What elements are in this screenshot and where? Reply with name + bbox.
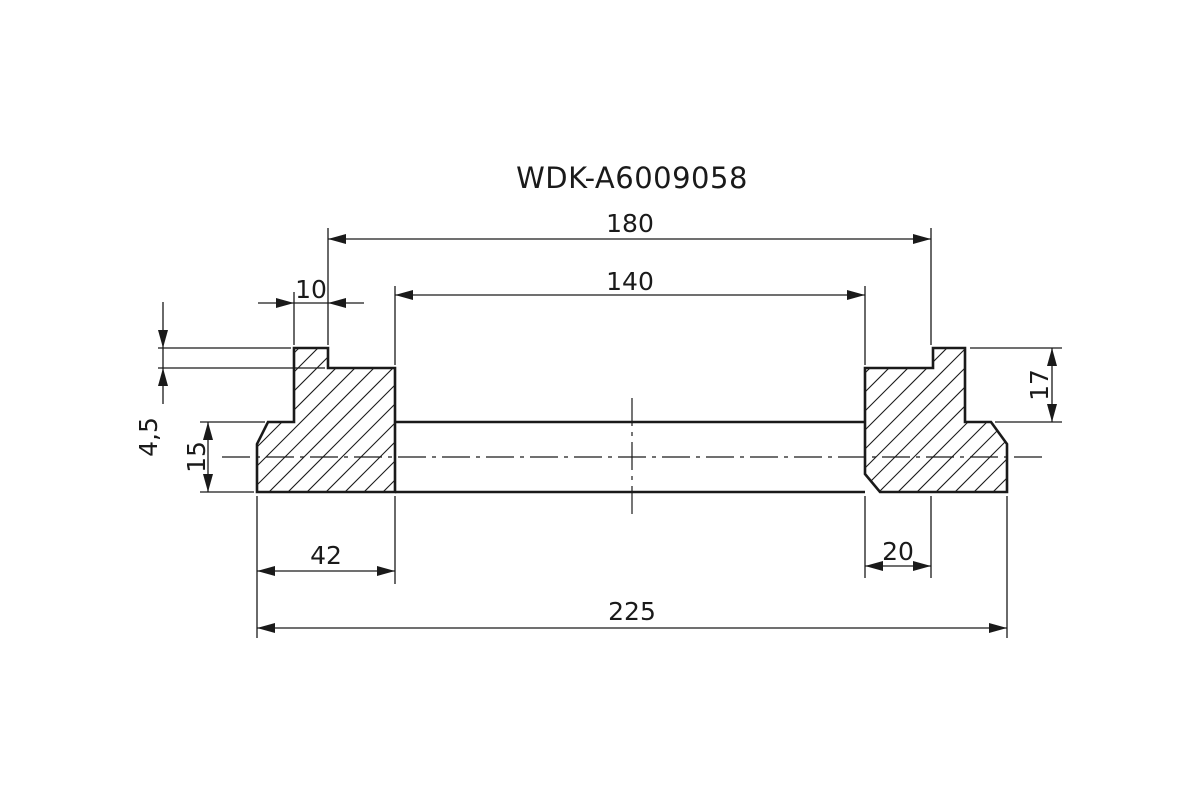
hatch-line bbox=[865, 348, 937, 492]
left-section-outline bbox=[255, 346, 397, 494]
hatch-line bbox=[90, 340, 250, 500]
dimension-17: 17 bbox=[1025, 348, 1057, 422]
extension-lines bbox=[158, 228, 1062, 638]
hatch-line bbox=[965, 348, 1007, 492]
hatch-line bbox=[257, 348, 365, 492]
part-code: WDK-A6009058 bbox=[516, 161, 748, 195]
hatch-line bbox=[336, 348, 395, 492]
hatch-line bbox=[865, 348, 899, 492]
hatch-line bbox=[393, 348, 395, 492]
dimension-15-label: 15 bbox=[182, 441, 211, 473]
hatch-line bbox=[374, 348, 395, 492]
hatch-line bbox=[889, 348, 1007, 492]
hatch-line bbox=[257, 348, 308, 492]
dimension-4-5: 4,5 bbox=[134, 302, 168, 457]
hatch-line bbox=[279, 348, 395, 492]
dimension-140: 140 bbox=[395, 267, 865, 300]
right-section-outline bbox=[863, 346, 1009, 494]
hatch-line bbox=[355, 348, 395, 492]
hatch-line bbox=[865, 348, 880, 492]
hatch-line bbox=[317, 348, 395, 492]
hatch-line bbox=[865, 348, 918, 492]
dimension-20: 20 bbox=[865, 537, 931, 571]
dimension-20-label: 20 bbox=[882, 537, 914, 566]
hatch-line bbox=[984, 348, 1007, 492]
hatch-line bbox=[865, 348, 975, 492]
hatch-line bbox=[946, 348, 1007, 492]
hatch-line bbox=[927, 348, 1007, 492]
dimension-4-5-label: 4,5 bbox=[134, 417, 163, 457]
dimension-10: 10 bbox=[258, 275, 364, 308]
dimension-15: 15 bbox=[182, 422, 213, 492]
hatch-line bbox=[865, 348, 956, 492]
hatch-line bbox=[1003, 348, 1007, 492]
hatch-line bbox=[298, 348, 395, 492]
hatch-line bbox=[700, 340, 860, 500]
dimension-42-label: 42 bbox=[310, 541, 342, 570]
hatch-line bbox=[257, 348, 270, 492]
hatch-line bbox=[257, 348, 384, 492]
dimension-140-label: 140 bbox=[606, 267, 654, 296]
hatch-line bbox=[865, 348, 994, 492]
hatch-line bbox=[257, 348, 327, 492]
dimension-17-label: 17 bbox=[1025, 369, 1054, 401]
dimension-225: 225 bbox=[257, 597, 1007, 633]
hatch-line bbox=[260, 348, 395, 492]
dimension-180-label: 180 bbox=[606, 209, 654, 238]
dimension-42: 42 bbox=[257, 541, 395, 576]
hatch-line bbox=[257, 348, 395, 492]
dimension-10-label: 10 bbox=[295, 275, 327, 304]
dimension-225-label: 225 bbox=[608, 597, 656, 626]
dimension-180: 180 bbox=[328, 209, 931, 244]
